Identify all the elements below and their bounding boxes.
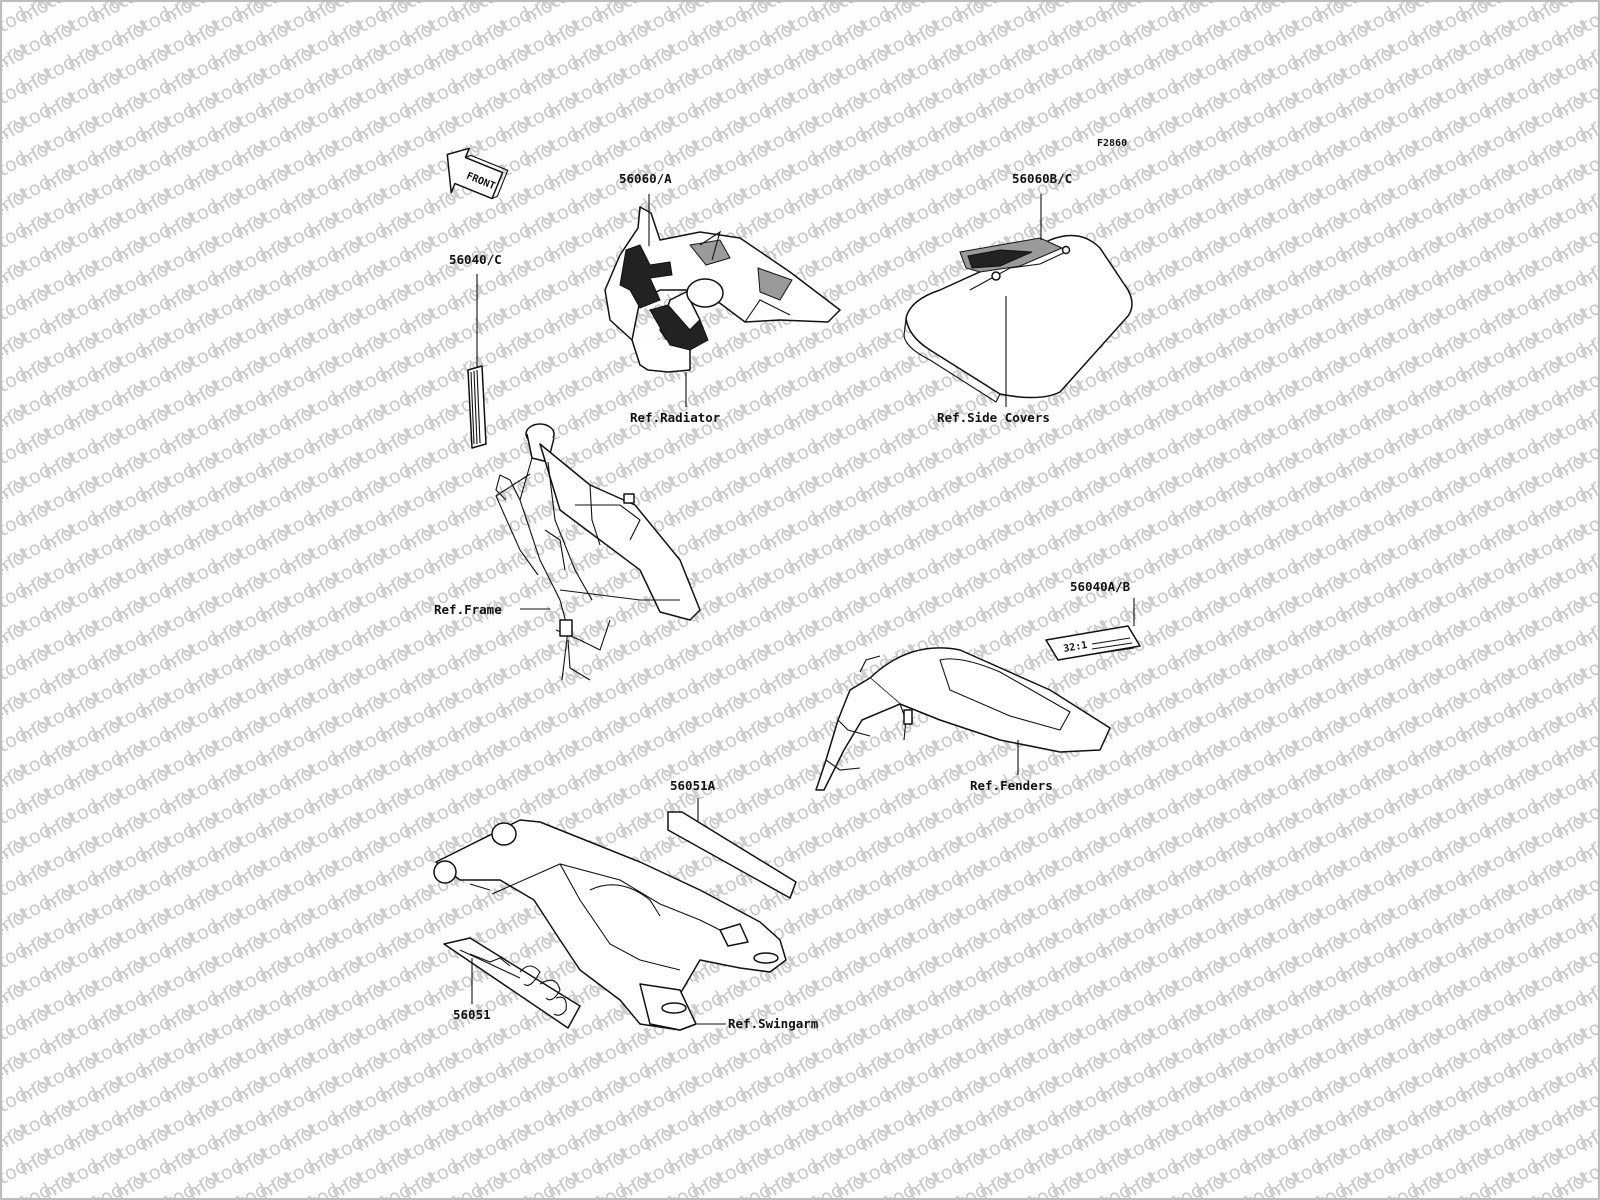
front-arrow-icon: FRONT (446, 147, 509, 200)
part-number-56051a: 56051A (670, 778, 716, 793)
swingarm-model-decal (443, 937, 581, 1029)
side-cover-decal (903, 194, 1133, 407)
ref-swingarm-label: Ref.Swingarm (728, 1016, 819, 1031)
part-number-56060b-c: 56060B/C (1012, 171, 1072, 186)
rear-fender-drawing (815, 647, 1111, 791)
swingarm-decal-strip (667, 798, 797, 899)
part-number-56040-c: 56040/C (449, 252, 502, 267)
radiator-shroud-decal (604, 194, 841, 407)
frame-decal-strip (467, 274, 487, 449)
ref-radiator-label: Ref.Radiator (630, 410, 721, 425)
part-number-56060-a: 56060/A (619, 171, 672, 186)
ref-fenders-label: Ref.Fenders (970, 778, 1053, 793)
part-number-56040a-b: 56040A/B (1070, 579, 1131, 594)
ref-side-covers-label: Ref.Side Covers (937, 410, 1050, 425)
frame-drawing (495, 423, 701, 681)
fuel-ratio-decal-text: 32:1 (1063, 640, 1089, 655)
ref-frame-label: Ref.Frame (434, 602, 502, 617)
swingarm-drawing (433, 819, 787, 1031)
fender-decal: 32:1 (1045, 598, 1141, 661)
diagram-code: F2860 (1097, 138, 1127, 149)
part-number-56051: 56051 (453, 1007, 491, 1022)
